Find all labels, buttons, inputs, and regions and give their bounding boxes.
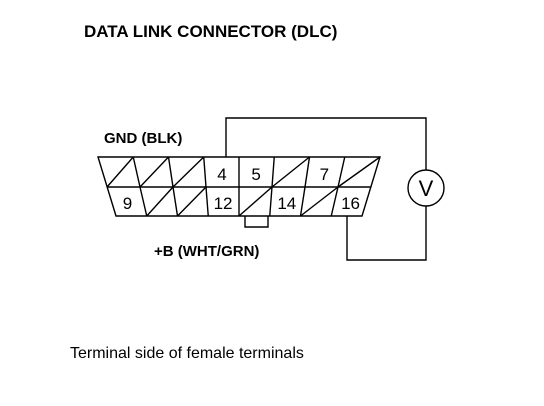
meter-wire-top [225, 117, 427, 170]
top-row-divider [167, 156, 174, 188]
top-row-divider [304, 156, 311, 188]
terminal-16: 16 [341, 194, 360, 213]
top-row-divider [203, 156, 207, 188]
top-row-divider [132, 156, 141, 188]
top-row-unused-slot [271, 156, 310, 188]
bottom-row-divider [269, 186, 273, 217]
terminal-cells: 4 5 7 9 12 14 16 [106, 156, 381, 217]
bottom-row-unused-slot [177, 186, 207, 217]
top-row-unused-slot [106, 156, 134, 188]
terminal-14: 14 [277, 194, 296, 213]
top-row-unused-slot [172, 156, 205, 188]
terminal-12: 12 [214, 194, 233, 213]
terminal-7: 7 [320, 165, 329, 184]
bottom-row-divider [205, 186, 209, 217]
bottom-row-divider [139, 186, 148, 217]
top-row-divider [271, 156, 275, 188]
voltmeter-icon [407, 169, 445, 207]
bottom-row-unused-slot [238, 186, 273, 217]
ground-label: GND (BLK) [104, 130, 183, 147]
bottom-row-unused-slot [146, 186, 174, 217]
battery-label: +B (WHT/GRN) [154, 243, 260, 260]
terminal-5: 5 [251, 165, 260, 184]
diagram-title: DATA LINK CONNECTOR (DLC) [84, 22, 338, 41]
top-row-unused-slot [139, 156, 170, 188]
voltmeter-symbol: V [419, 176, 434, 201]
terminal-9: 9 [123, 194, 132, 213]
top-row-divider [337, 156, 346, 188]
terminal-4: 4 [217, 165, 226, 184]
connector-outline [97, 156, 381, 217]
bottom-row-divider [330, 186, 339, 217]
caption: Terminal side of female terminals [70, 345, 304, 362]
bottom-row-divider [299, 186, 306, 217]
jumper-wire [244, 216, 269, 228]
meter-wire-bottom [346, 206, 427, 261]
bottom-row-divider [172, 186, 179, 217]
bottom-row-unused-slot [300, 186, 339, 217]
top-row-unused-slot [337, 156, 381, 188]
